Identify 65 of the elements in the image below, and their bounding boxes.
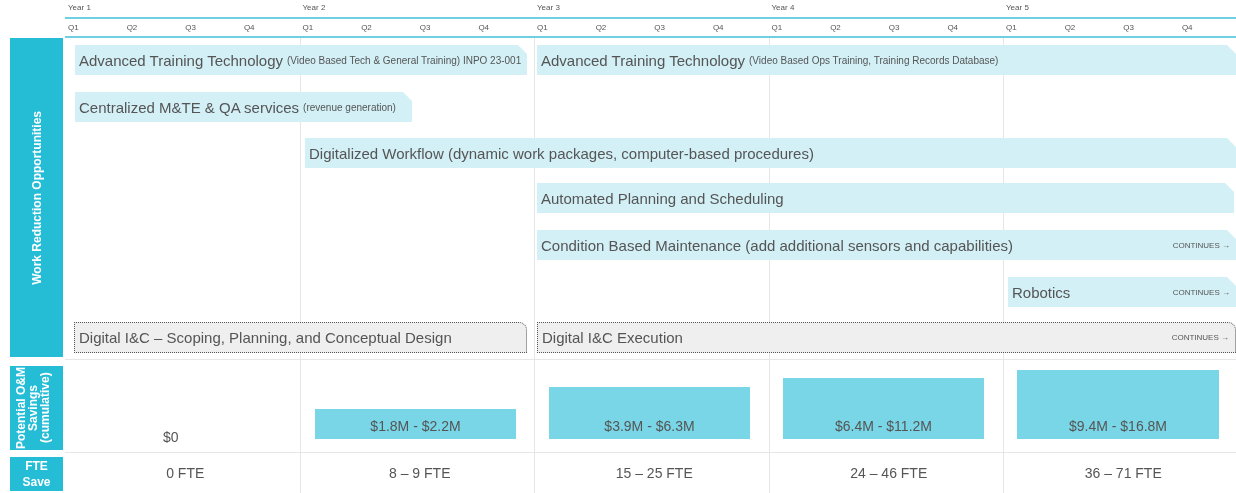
quarter-label: Q3 <box>654 23 665 32</box>
quarter-label: Q1 <box>1006 23 1017 32</box>
bar-subtitle: (revenue generation) <box>303 101 396 113</box>
row-header-band <box>10 366 63 450</box>
savings-bar: $6.4M - $11.2M <box>783 378 984 439</box>
savings-bar: $9.4M - $16.8M <box>1017 370 1219 439</box>
timeline-bar <box>537 183 1234 213</box>
timeline-bar <box>74 322 527 353</box>
bar-title: Centralized M&TE & QA services <box>79 98 300 116</box>
year-label: Year 5 <box>1006 3 1029 12</box>
bar-title: Digital I&C – Scoping, Planning, and Conceptual Design <box>79 329 452 346</box>
quarter-label: Q1 <box>771 23 783 32</box>
timeline-bar <box>537 230 1236 260</box>
continues-note: CONTINUES → <box>1172 287 1230 297</box>
quarter-label: Q4 <box>478 23 490 32</box>
fte-value: 24 – 46 FTE <box>849 465 929 481</box>
quarter-label: Q3 <box>888 23 900 32</box>
row-header: Potential O&M Savings (cumulative) <box>14 366 53 450</box>
bar-title: Advanced Training Technology <box>79 51 284 69</box>
year-label: Year 2 <box>302 3 326 12</box>
bar-title: Digitalized Workflow (dynamic work packages, computer-based procedures) <box>309 144 814 162</box>
quarter-label: Q3 <box>185 23 196 32</box>
quarter-label: Q1 <box>537 23 548 32</box>
quarter-label: Q2 <box>830 23 841 32</box>
bar-subtitle: (Video Based Tech & General Training) INPO 23-001 <box>287 54 522 66</box>
year-label: Year 1 <box>68 3 91 12</box>
timeline-bar <box>1008 277 1236 307</box>
savings-bar: $1.8M - $2.2M <box>315 409 516 439</box>
quarter-label: Q2 <box>595 23 607 32</box>
row-header-band <box>10 38 63 357</box>
bar-title: Digital I&C Execution <box>542 329 683 346</box>
bar-title: Condition Based Maintenance (add additional sensors and capabilities) <box>541 236 1013 254</box>
year-label: Year 4 <box>771 3 795 12</box>
row-header-band <box>10 457 63 491</box>
bar-title: Automated Planning and Scheduling <box>541 189 784 207</box>
bar-subtitle: (Video Based Ops Training, Training Records Database) <box>749 54 999 66</box>
bar-title: Robotics <box>1012 283 1071 301</box>
timeline-bar <box>75 45 527 75</box>
continues-note: CONTINUES → <box>1171 333 1229 342</box>
bar-title: Advanced Training Technology <box>541 51 746 69</box>
quarter-label: Q4 <box>243 23 255 32</box>
fte-value: 36 – 71 FTE <box>1083 465 1163 481</box>
timeline-bar <box>305 138 1236 168</box>
quarter-label: Q2 <box>1064 23 1076 32</box>
timeline-bar <box>537 322 1236 353</box>
quarter-label: Q4 <box>712 23 724 32</box>
row-header: FTE Save <box>21 458 52 490</box>
quarter-label: Q1 <box>68 23 79 32</box>
savings-bar: $3.9M - $6.3M <box>549 387 750 439</box>
quarter-label: Q2 <box>126 23 138 32</box>
fte-value: 15 – 25 FTE <box>614 465 694 481</box>
timeline-bar <box>537 45 1236 75</box>
timeline-bar <box>75 92 412 122</box>
quarter-label: Q2 <box>361 23 372 32</box>
fte-value: 0 FTE <box>165 465 206 481</box>
quarter-label: Q3 <box>1123 23 1134 32</box>
quarter-label: Q3 <box>419 23 431 32</box>
year-label: Year 3 <box>537 3 560 12</box>
row-header: Work Reduction Opportunities <box>30 110 43 285</box>
quarter-label: Q4 <box>947 23 959 32</box>
savings-value: $0 <box>163 429 179 445</box>
fte-value: 8 – 9 FTE <box>388 465 452 481</box>
quarter-label: Q1 <box>302 23 314 32</box>
continues-note: CONTINUES → <box>1172 240 1230 250</box>
quarter-label: Q4 <box>1181 23 1193 32</box>
